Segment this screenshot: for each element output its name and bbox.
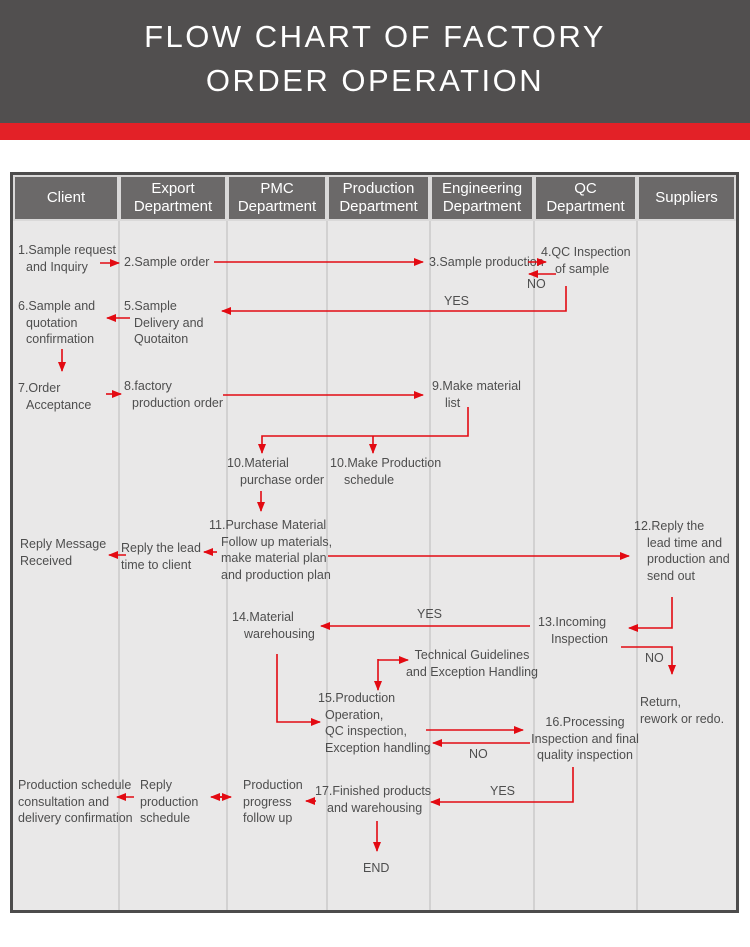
lane-separator <box>429 221 431 910</box>
lane-separator <box>533 221 535 910</box>
lane-header-pmc: PMC Department <box>229 177 325 219</box>
lane-header-qc: QC Department <box>536 177 635 219</box>
lane-separator <box>326 221 328 910</box>
lane-header-production: Production Department <box>329 177 428 219</box>
lane-header-engineering: Engineering Department <box>432 177 532 219</box>
page-title-line1: FLOW CHART OF FACTORY <box>144 19 606 54</box>
lane-header-suppliers: Suppliers <box>639 177 734 219</box>
lane-separator <box>118 221 120 910</box>
lane-header-client: Client <box>15 177 117 219</box>
title-banner: FLOW CHART OF FACTORY ORDER OPERATION <box>0 0 750 123</box>
lane-header-export: Export Department <box>121 177 225 219</box>
lane-separator <box>226 221 228 910</box>
lane-separator <box>636 221 638 910</box>
red-accent-stripe <box>0 123 750 140</box>
page-title-line2: ORDER OPERATION <box>205 63 545 98</box>
